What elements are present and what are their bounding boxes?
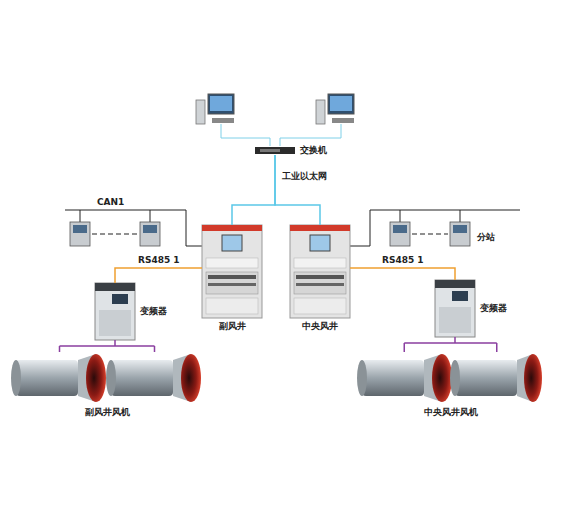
inverter-unit	[435, 280, 475, 337]
cable-connector	[350, 268, 455, 280]
cable-connector	[60, 340, 155, 352]
annotation-label: 分站	[476, 233, 496, 243]
bus-drop	[80, 210, 150, 222]
node-label: 交换机	[300, 146, 327, 156]
substation-device	[70, 222, 160, 246]
dashed-link	[92, 233, 138, 234]
cable-connector	[232, 155, 275, 225]
fan-unit	[11, 354, 201, 402]
switch-ports	[260, 149, 280, 152]
switch-icon	[255, 147, 295, 154]
annotation-label: CAN1	[96, 198, 125, 208]
edge-label: RS485 1	[381, 256, 425, 266]
inverter-node: 变频器	[435, 280, 475, 337]
node-label: 中央风井	[302, 322, 338, 332]
control-cabinet	[290, 225, 350, 318]
node-label: 变频器	[480, 304, 507, 314]
switch-node: 交换机	[255, 146, 295, 155]
cabinet-node: 副风井	[202, 225, 262, 318]
network-cable	[221, 124, 341, 146]
node-label: 副风井	[219, 322, 246, 332]
cabinet-node: 中央风井	[290, 225, 350, 318]
fan-group-node: 中央风井风机	[358, 352, 543, 404]
cable-connector	[404, 337, 497, 352]
computer-icon	[316, 94, 354, 124]
cable-connector	[115, 268, 202, 283]
bus-drop	[400, 210, 460, 222]
bus-line	[65, 210, 202, 246]
annotation-label: 工业以太网	[281, 172, 328, 182]
bus-line	[350, 210, 520, 246]
node-label: 副风井风机	[85, 408, 130, 418]
node-label: 变频器	[140, 307, 167, 317]
edge-label: RS485 1	[137, 256, 181, 266]
dashed-link	[412, 233, 448, 234]
cable-connector	[275, 155, 320, 225]
substation-device	[390, 222, 470, 246]
inverter-node: 变频器	[95, 283, 135, 340]
control-cabinet	[202, 225, 262, 318]
computer-icon	[196, 94, 234, 124]
fan-unit	[357, 354, 542, 402]
node-label: 中央风井风机	[424, 408, 478, 418]
fan-group-node: 副风井风机	[12, 352, 202, 404]
inverter-unit	[95, 283, 135, 340]
